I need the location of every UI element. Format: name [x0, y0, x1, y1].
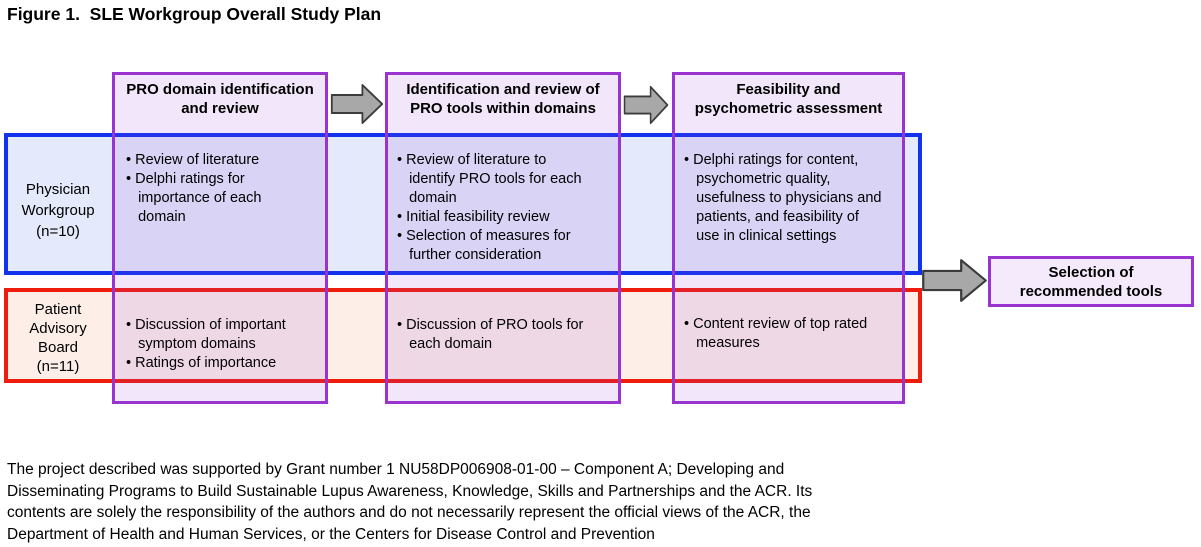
- cell-physician-tool-review: • Review of literature to identify PRO t…: [397, 152, 582, 263]
- funding-footnote: The project described was supported by G…: [7, 461, 813, 543]
- figure-title: Figure 1. SLE Workgroup Overall Study Pl…: [7, 4, 382, 24]
- cell-physician-feasibility: • Delphi ratings for content, psychometr…: [684, 152, 882, 244]
- phase-header-pro-tools: Identification and review of PRO tools w…: [406, 81, 600, 117]
- phase-column-pro-domain: [112, 72, 328, 404]
- phase-header-pro-domain: PRO domain identification and review: [126, 81, 314, 117]
- selection-result-label: Selection of recommended tools: [1019, 263, 1163, 300]
- physician-workgroup-label: Physician Workgroup (n=10): [21, 181, 95, 240]
- physician-workgroup-row: [4, 133, 922, 275]
- patient-advisory-row: [4, 288, 922, 383]
- cell-physician-domain-identification: • Review of literature • Delphi ratings …: [126, 152, 262, 225]
- phase-header-feasibility: Feasibility and psychometric assessment: [694, 81, 883, 117]
- cell-patient-tool-discussion: • Discussion of PRO tools for each domai…: [397, 317, 584, 352]
- cell-patient-content-review: • Content review of top rated measures: [684, 316, 868, 351]
- selection-result-box: Selection of recommended tools: [988, 256, 1194, 307]
- phase-column-pro-tools: [385, 72, 621, 404]
- flow-arrow-icon: [330, 82, 384, 126]
- patient-advisory-label: Patient Advisory Board (n=11): [29, 301, 87, 375]
- phase-column-feasibility: [672, 72, 905, 404]
- cell-patient-domain-discussion: • Discussion of important symptom domain…: [126, 317, 286, 371]
- flow-arrow-icon: [921, 257, 988, 304]
- flow-arrow-icon: [623, 84, 669, 126]
